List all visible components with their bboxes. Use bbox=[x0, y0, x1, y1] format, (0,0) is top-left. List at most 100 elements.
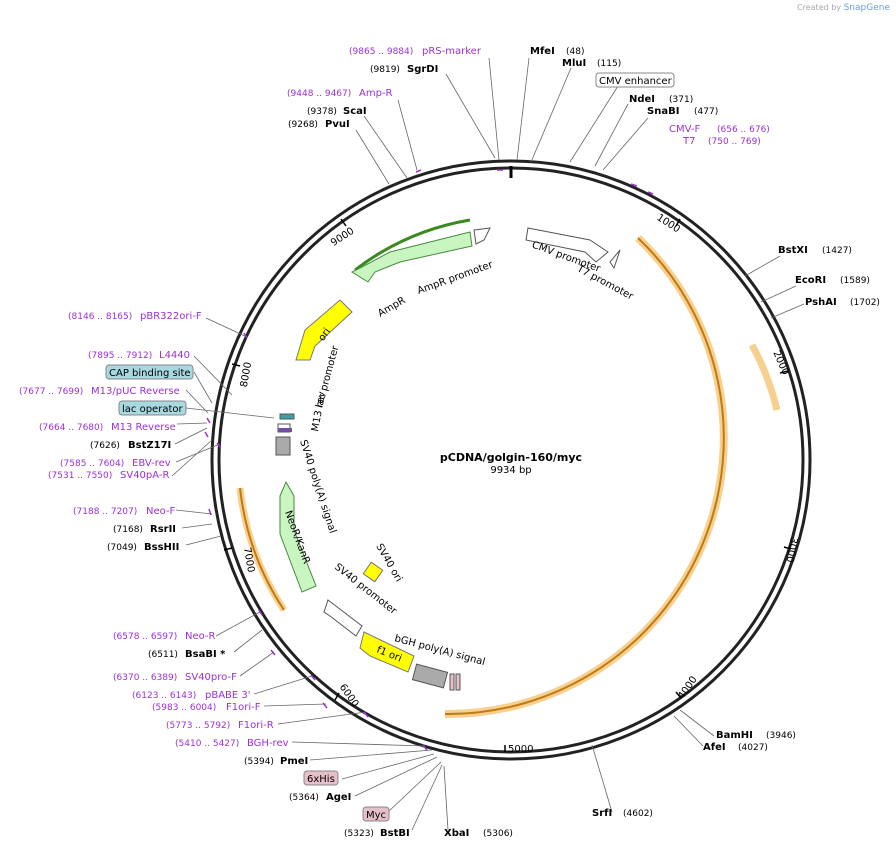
feature-box-lac-operator bbox=[118, 400, 187, 416]
site-name: PshAI bbox=[805, 297, 837, 308]
tick-label: 8000 bbox=[239, 361, 254, 388]
credit-prefix: Created by bbox=[797, 3, 842, 12]
snapgene-credit: Created by SnapGene bbox=[797, 3, 890, 13]
label-ampr-promoter: AmpR promoter bbox=[416, 259, 495, 297]
orf-arc-right bbox=[748, 343, 781, 411]
primer-range: (7531 .. 7550) bbox=[48, 471, 112, 481]
feature-6xhis-tag bbox=[455, 673, 461, 691]
label-t7-promoter: T7 promoter bbox=[574, 263, 636, 303]
site-name: SnaBI bbox=[647, 106, 679, 117]
site-pos: (1702) bbox=[850, 298, 880, 308]
site-pos: (371) bbox=[669, 95, 693, 105]
feature-sv40-promoter bbox=[323, 599, 363, 637]
feature-box-label: Myc bbox=[366, 810, 386, 821]
primer-name: pBR322ori-F bbox=[140, 311, 202, 322]
site-name: NdeI bbox=[629, 94, 655, 105]
site-pos: (5364) bbox=[289, 793, 319, 803]
primer-range: (7677 .. 7699) bbox=[19, 387, 83, 397]
snapgene-logo: SnapGene bbox=[843, 3, 890, 13]
tick-label: 3000 bbox=[784, 536, 799, 563]
site-name: BstBI bbox=[380, 828, 410, 839]
plasmid-name: pCDNA/golgin-160/myc bbox=[440, 451, 582, 464]
site-name: BstXI bbox=[778, 245, 808, 256]
site-pos: (1589) bbox=[840, 276, 870, 286]
site-name: ScaI bbox=[343, 106, 367, 117]
site-name: SrfI bbox=[592, 808, 612, 819]
site-name: PvuI bbox=[325, 119, 350, 130]
feature-box-label: lac operator bbox=[122, 404, 183, 415]
site-name: AgeI bbox=[326, 792, 351, 803]
site-pos: (9378) bbox=[307, 107, 337, 117]
feature-box-cap-binding bbox=[105, 364, 194, 380]
site-pos: (115) bbox=[597, 59, 621, 69]
tick-mark bbox=[675, 218, 681, 227]
site-pos: (5323) bbox=[344, 829, 374, 839]
primer-range: (7895 .. 7912) bbox=[88, 351, 152, 361]
tick-mark bbox=[779, 370, 789, 374]
plasmid-size: 9934 bp bbox=[490, 465, 531, 476]
orf-arc-golgin-line bbox=[444, 237, 725, 716]
primer-range: (6578 .. 6597) bbox=[113, 632, 177, 642]
site-pos: (4602) bbox=[623, 809, 653, 819]
feature-bgh-polya bbox=[411, 663, 449, 689]
feature-f1-ori bbox=[359, 631, 415, 673]
primer-name: pBABE 3' bbox=[205, 690, 251, 701]
primer-name: BGH-rev bbox=[247, 738, 289, 749]
feature-t7-promoter bbox=[609, 249, 621, 270]
label-m13-rev: M13 rev bbox=[310, 391, 328, 433]
primer-name: SV40pro-F bbox=[185, 672, 237, 683]
site-name: RsrII bbox=[150, 524, 176, 535]
site-pos: (1427) bbox=[822, 246, 852, 256]
site-name: SgrDI bbox=[407, 64, 438, 75]
tick-mark bbox=[223, 547, 233, 551]
primer-range: (5983 .. 6004) bbox=[152, 703, 216, 713]
site-pos: (5306) bbox=[483, 829, 513, 839]
feature-lac-operator bbox=[278, 428, 292, 432]
site-name: EcoRI bbox=[795, 275, 826, 286]
site-pos: (9819) bbox=[370, 65, 400, 75]
primer-range: (5773 .. 5792) bbox=[166, 721, 230, 731]
primer-name: CMV-F bbox=[669, 124, 700, 135]
feature-box-6xhis bbox=[303, 770, 339, 786]
primer-range: (8146 .. 8165) bbox=[68, 312, 132, 322]
primer-range: (7664 .. 7680) bbox=[39, 423, 103, 433]
site-name: BstZ17I bbox=[128, 440, 171, 451]
feature-box-myc bbox=[362, 806, 390, 822]
site-pos: (5394) bbox=[244, 757, 274, 767]
site-pos: (48) bbox=[566, 47, 584, 57]
site-name: AfeI bbox=[703, 742, 726, 753]
site-name: PmeI bbox=[280, 756, 308, 767]
site-pos: (4027) bbox=[738, 743, 768, 753]
orf-arc-golgin bbox=[444, 235, 728, 719]
primer-range: (7188 .. 7207) bbox=[73, 507, 137, 517]
site-name: XbaI bbox=[444, 828, 469, 839]
primer-range: (9865 .. 9884) bbox=[349, 47, 413, 57]
primer-range: (9448 .. 9467) bbox=[287, 89, 351, 99]
feature-box-label: CAP binding site bbox=[109, 368, 191, 379]
tick-label: 4000 bbox=[676, 674, 700, 701]
site-pos: (7168) bbox=[113, 525, 143, 535]
feature-neor bbox=[279, 480, 317, 593]
site-name: BamHI bbox=[716, 730, 753, 741]
feature-sv40-polya bbox=[275, 436, 291, 456]
site-pos: (7626) bbox=[90, 441, 120, 451]
backbone-outer bbox=[210, 159, 812, 761]
primer-range: (6123 .. 6143) bbox=[132, 691, 196, 701]
feature-box-cmv-enhancer bbox=[595, 72, 675, 88]
tick-mark bbox=[675, 691, 682, 699]
feature-ampr bbox=[350, 231, 473, 283]
site-name: MluI bbox=[562, 58, 586, 69]
primer-name: T7 bbox=[682, 136, 695, 147]
primer-name: F1ori-R bbox=[238, 720, 274, 731]
site-name: BssHII bbox=[144, 542, 179, 553]
tick-mark bbox=[231, 363, 241, 367]
primer-name: L4440 bbox=[159, 350, 190, 361]
tick-mark bbox=[340, 218, 347, 227]
primer-name: Neo-R bbox=[185, 631, 216, 642]
tick-label: 7000 bbox=[241, 546, 256, 573]
feature-ori bbox=[295, 299, 353, 361]
feature-ampr-promoter bbox=[473, 227, 491, 245]
primer-name: F1ori-F bbox=[226, 702, 261, 713]
feature-box-label: 6xHis bbox=[307, 774, 335, 785]
